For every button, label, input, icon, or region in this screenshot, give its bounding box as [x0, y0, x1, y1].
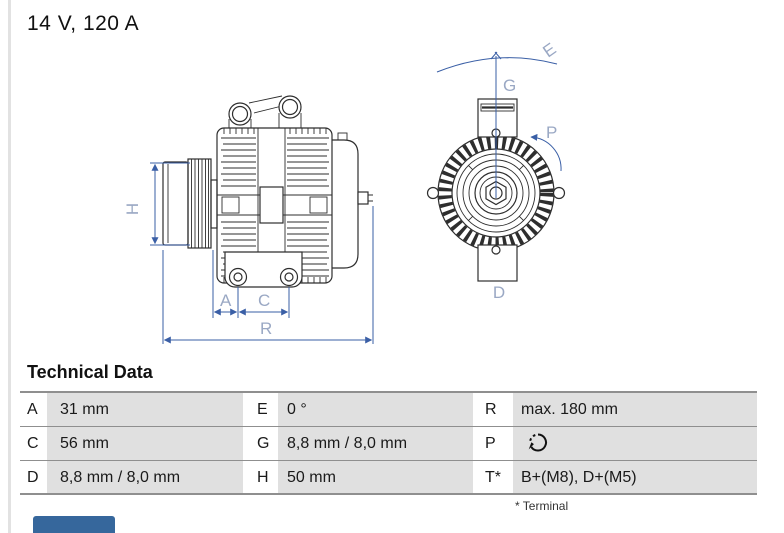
page-left-border	[8, 0, 11, 533]
pulley	[162, 158, 218, 249]
alternator-front-view-drawing: E G P D	[426, 39, 566, 302]
dimension-label-h: H	[123, 203, 142, 215]
spec-key-r: R	[473, 393, 513, 426]
rotation-direction-icon	[528, 433, 547, 452]
dimension-label-e: E	[539, 39, 559, 61]
spec-key-e: E	[243, 393, 278, 426]
technical-data-table: A 31 mm E 0 ° R max. 180 mm C 56 mm G 8,…	[20, 391, 757, 495]
dimension-lines: H A C R	[123, 162, 374, 344]
top-mounting-lugs	[228, 95, 302, 128]
front-bottom-lug	[477, 244, 518, 282]
spec-key-c: C	[20, 427, 47, 460]
spec-key-p: P	[473, 427, 513, 460]
spec-value-t: B+(M8), D+(M5)	[513, 461, 757, 493]
spec-key-t: T*	[473, 461, 513, 493]
spec-key-h: H	[243, 461, 278, 493]
bottom-mounting-bracket	[224, 251, 303, 288]
spec-value-g: 8,8 mm / 8,0 mm	[278, 427, 473, 460]
spec-value-d: 8,8 mm / 8,0 mm	[47, 461, 243, 493]
spec-key-a: A	[20, 393, 47, 426]
front-top-lug	[477, 98, 518, 138]
spec-value-c: 56 mm	[47, 427, 243, 460]
product-spec-title: 14 V, 120 A	[27, 12, 140, 35]
dimension-label-a: A	[220, 291, 232, 310]
spec-value-p	[513, 427, 757, 460]
terminal-footnote: * Terminal	[515, 499, 569, 513]
table-row: A 31 mm E 0 ° R max. 180 mm	[20, 393, 757, 427]
spec-key-d: D	[20, 461, 47, 493]
table-row: C 56 mm G 8,8 mm / 8,0 mm P	[20, 427, 757, 461]
dimension-label-p: P	[546, 123, 557, 142]
spec-value-r: max. 180 mm	[513, 393, 757, 426]
spec-value-a: 31 mm	[47, 393, 243, 426]
dimension-label-g: G	[503, 76, 516, 95]
spec-value-e: 0 °	[278, 393, 473, 426]
dimension-label-r: R	[260, 319, 272, 338]
rear-cover	[332, 132, 373, 269]
dimension-label-d: D	[493, 283, 505, 302]
table-row: D 8,8 mm / 8,0 mm H 50 mm T* B+(M8), D+(…	[20, 461, 757, 495]
technical-data-section: Technical Data A 31 mm E 0 ° R max. 180 …	[20, 362, 757, 513]
cropped-blue-button[interactable]	[33, 516, 115, 533]
alternator-side-view-drawing: H A C R	[123, 95, 374, 344]
technical-data-heading: Technical Data	[27, 362, 153, 382]
spec-key-g: G	[243, 427, 278, 460]
spec-value-h: 50 mm	[278, 461, 473, 493]
dimension-label-c: C	[258, 291, 270, 310]
